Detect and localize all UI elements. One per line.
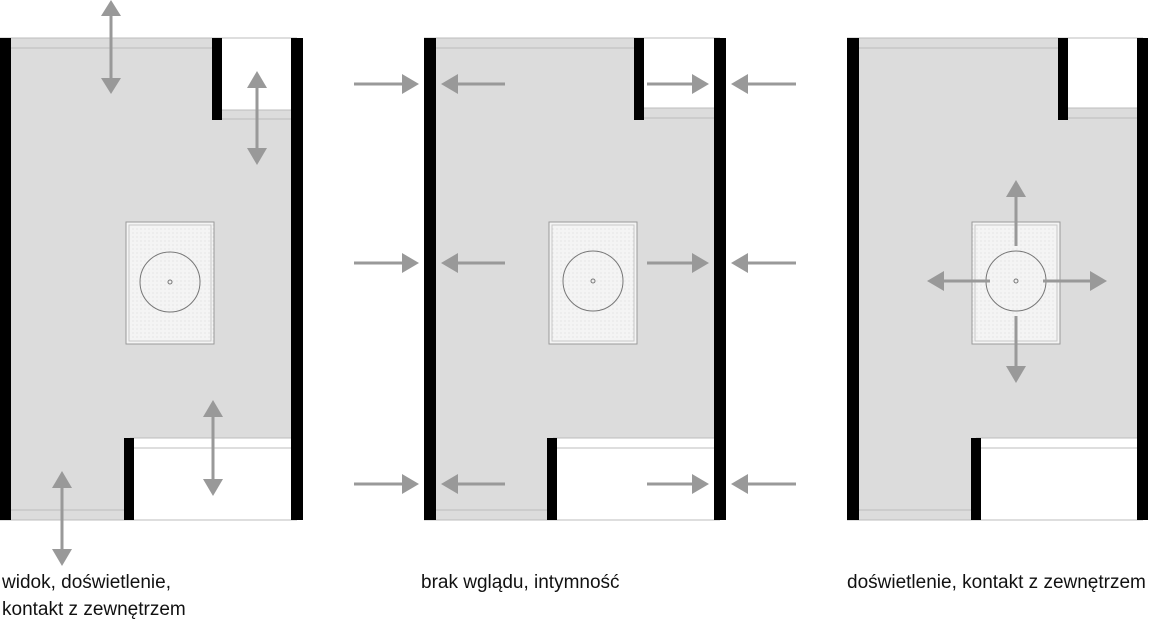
panel-2-arrow-out-right-top [731, 74, 796, 94]
panel-2-wall-bottom-stub [547, 438, 557, 520]
panel-1-wall-top-stub [212, 38, 222, 120]
panel-2-caption-line-1: brak wglądu, intymność [421, 572, 620, 593]
panel-1-tree-trunk [167, 279, 173, 285]
panel-1-caption: widok, doświetlenie, kontakt z zewnętrze… [2, 569, 186, 623]
panel-2-arrow-out-right-mid [731, 253, 796, 273]
panel-2-arrow-out-left-top [441, 74, 505, 94]
panel-2-arrow-in-left-top [354, 74, 419, 94]
panel-1-wall-left [0, 38, 11, 520]
panel-3-wall-right [1137, 38, 1148, 520]
panel-3-wall-bottom-stub [971, 438, 981, 520]
panel-2-arrow-in-left-bottom [354, 474, 419, 494]
panel-2-wall-top-stub [634, 38, 644, 120]
panel-2-arrows [354, 74, 796, 494]
panel-1-wall-right [291, 38, 303, 520]
panel-2-arrow-in-right-top [647, 74, 709, 94]
panel-1-arrow-right-upper [247, 71, 267, 165]
panel-1-arrow-bottom [52, 471, 72, 566]
panel-2-tree-trunk [590, 278, 596, 284]
panel-3-plan [847, 37, 1148, 521]
panel-3-arrow-down [1006, 316, 1026, 383]
panel-1-arrows [52, 0, 267, 566]
panel-3-arrow-up [1006, 180, 1026, 246]
panel-1-wall-bottom-stub [124, 438, 134, 520]
panel-2-caption: brak wglądu, intymność [421, 569, 620, 596]
panel-1-tree-crown [139, 251, 201, 313]
panel-3-tree-trunk [1013, 278, 1019, 284]
panel-3-wall-top-stub [1058, 38, 1068, 120]
panel-3-arrow-right [1043, 271, 1107, 291]
panel-2-arrow-out-right-bottom [731, 474, 796, 494]
panel-1-caption-line-1: widok, doświetlenie, [2, 572, 171, 593]
panel-1-caption-line-2: kontakt z zewnętrzem [2, 599, 186, 620]
panel-3-arrows [927, 180, 1107, 383]
panel-1-plan [0, 0, 303, 566]
panel-2-arrow-in-right-bottom [647, 474, 709, 494]
panel-3-caption-line-1: doświetlenie, kontakt z zewnętrzem [847, 572, 1146, 593]
panel-2-arrow-out-left-bottom [441, 474, 505, 494]
panel-2-wall-right [714, 38, 726, 520]
panel-2-plan [354, 37, 796, 521]
panel-3-arrow-left [927, 271, 990, 291]
panel-1-arrow-lower-mid [203, 400, 223, 496]
panel-1-arrow-top [101, 0, 121, 94]
panel-2-courtyard [548, 221, 638, 345]
panel-3-caption: doświetlenie, kontakt z zewnętrzem [847, 569, 1146, 596]
panel-2-arrow-in-left-mid [354, 253, 419, 273]
panel-3-outline-lines [847, 37, 1143, 521]
panel-3-wall-left [847, 38, 859, 520]
panel-2-wall-left [424, 38, 436, 520]
panel-2-arrow-in-right-mid [647, 253, 709, 273]
panel-2-arrow-out-left-mid [441, 253, 505, 273]
panel-1-courtyard [125, 221, 215, 345]
panel-2-tree-crown [562, 250, 624, 312]
panel-2-outline-lines [424, 37, 720, 521]
